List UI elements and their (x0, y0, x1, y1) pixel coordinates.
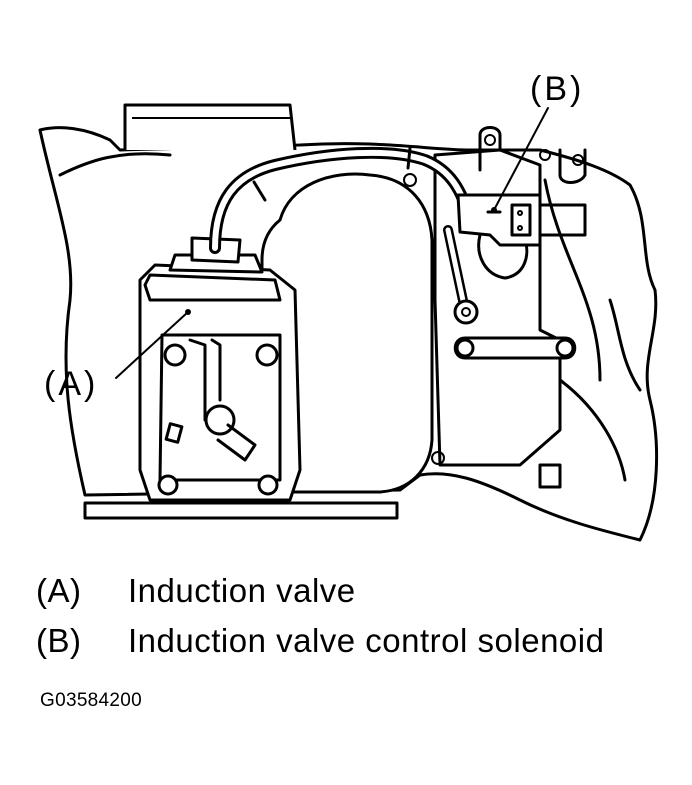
figure-id: G03584200 (40, 690, 143, 711)
callout-b: (B) (530, 70, 585, 108)
legend-key-a: (A) (36, 572, 82, 609)
legend-item-b: (B) Induction valve control solenoid (36, 622, 604, 660)
legend-key-b: (B) (36, 622, 82, 659)
leader-line-b (493, 107, 549, 211)
engine-intake-diagram (38, 103, 659, 542)
flange-plate (83, 501, 399, 520)
throttle-body-top (123, 103, 297, 151)
leader-line-a (115, 311, 189, 379)
legend-label-a: Induction valve (128, 572, 356, 609)
callout-a: (A) (44, 365, 99, 403)
linkage-bar (453, 336, 577, 360)
induction-valve-diaphragm (143, 273, 282, 302)
legend-item-a: (A) Induction valve (36, 572, 356, 610)
legend-label-b: Induction valve control solenoid (128, 622, 605, 659)
